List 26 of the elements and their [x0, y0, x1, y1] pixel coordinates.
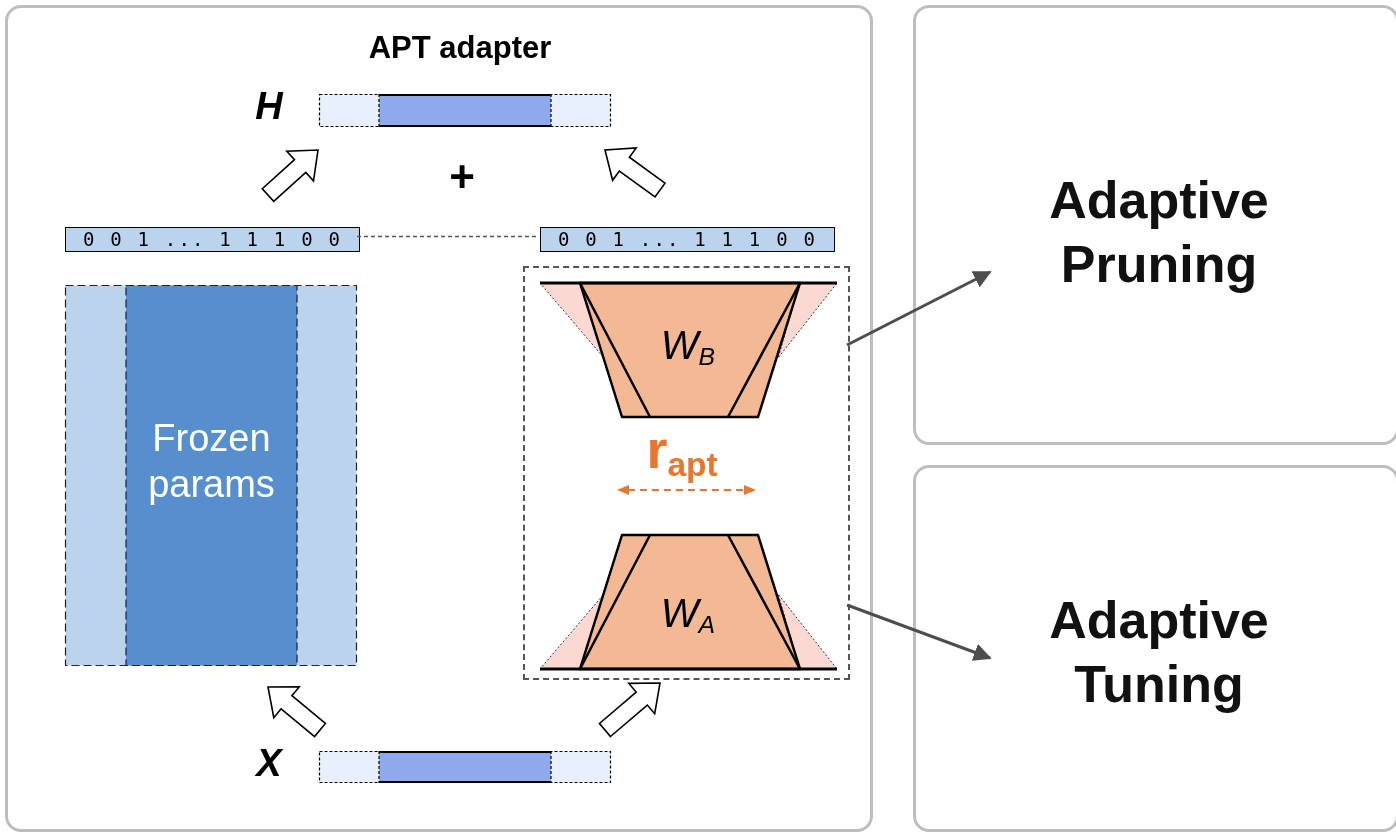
panel-frame — [5, 5, 873, 832]
card — [913, 5, 1396, 445]
matrix-label: W$_{A}$ — [659, 591, 717, 640]
panel-title: APT adapter — [367, 30, 553, 66]
variable-label: X — [254, 742, 284, 785]
frozen-weight-block — [65, 285, 357, 666]
arrow — [846, 603, 992, 661]
block-arrow — [598, 682, 661, 738]
matrix-label: W$_{B}$ — [659, 323, 717, 372]
block-arrow — [604, 147, 667, 198]
card — [913, 465, 1396, 832]
dashed-line — [356, 235, 538, 238]
block-arrow — [261, 149, 319, 203]
variable-label: H — [254, 85, 285, 128]
mask-vector: 0 0 1 ... 1 1 1 0 0 — [540, 227, 835, 252]
vector-bar — [319, 751, 611, 783]
block-arrow — [267, 686, 327, 738]
card-title: Adaptive Tuning — [1048, 590, 1270, 715]
block-label: Frozen params — [147, 416, 276, 507]
arrow — [846, 270, 992, 347]
plus-sign: + — [448, 152, 476, 202]
card-title: Adaptive Pruning — [1048, 170, 1270, 295]
vector-bar — [319, 94, 611, 127]
rank-label: r$_{apt}$ — [645, 418, 719, 485]
dashed-frame — [523, 266, 850, 680]
mask-vector: 0 0 1 ... 1 1 1 0 0 — [65, 227, 360, 252]
